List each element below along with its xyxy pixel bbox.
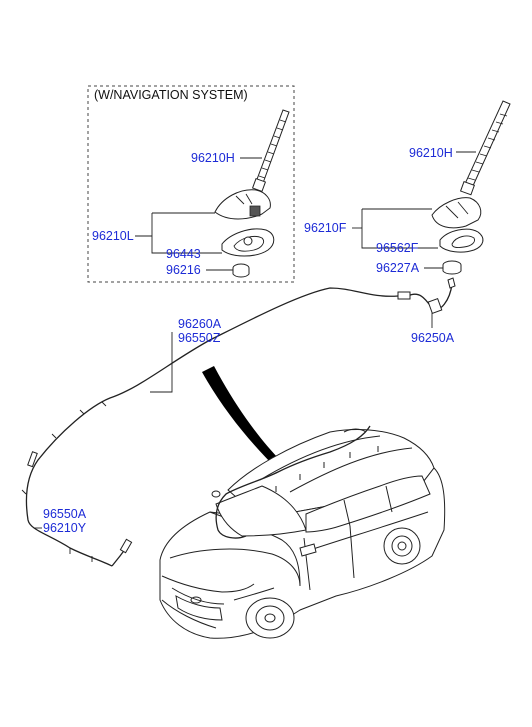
label-nav-gasket: 96443 — [166, 247, 201, 261]
location-arrow — [202, 366, 282, 468]
nav-system-box — [87, 85, 295, 283]
label-cable-main-1: 96260A — [178, 317, 222, 331]
nav-antenna-rod — [251, 109, 290, 193]
label-nut: 96227A — [376, 261, 420, 275]
label-nav-antenna-rod: 96210H — [191, 151, 235, 165]
label-extension-cable: 96250A — [411, 331, 455, 345]
antenna-rod — [459, 100, 511, 196]
label-rear-cable-2: 96210Y — [43, 521, 87, 535]
nav-gasket — [221, 228, 275, 257]
antenna-base — [431, 197, 482, 229]
label-nav-antenna-assy: 96210L — [92, 229, 134, 243]
label-gasket: 96562F — [376, 241, 419, 255]
label-antenna-assy: 96210F — [304, 221, 347, 235]
nav-system-header: (W/NAVIGATION SYSTEM) — [94, 88, 248, 102]
main-cable — [21, 287, 399, 567]
label-nav-nut: 96216 — [166, 263, 201, 277]
label-antenna-rod: 96210H — [409, 146, 453, 160]
label-cable-main-2: 96550Z — [178, 331, 221, 345]
nav-antenna-base — [214, 189, 271, 220]
gasket — [439, 228, 484, 253]
nav-nut — [232, 263, 250, 278]
suv-vehicle — [159, 425, 446, 639]
label-rear-cable-1: 96550A — [43, 507, 87, 521]
nut — [442, 260, 462, 275]
extension-cable — [397, 277, 456, 314]
